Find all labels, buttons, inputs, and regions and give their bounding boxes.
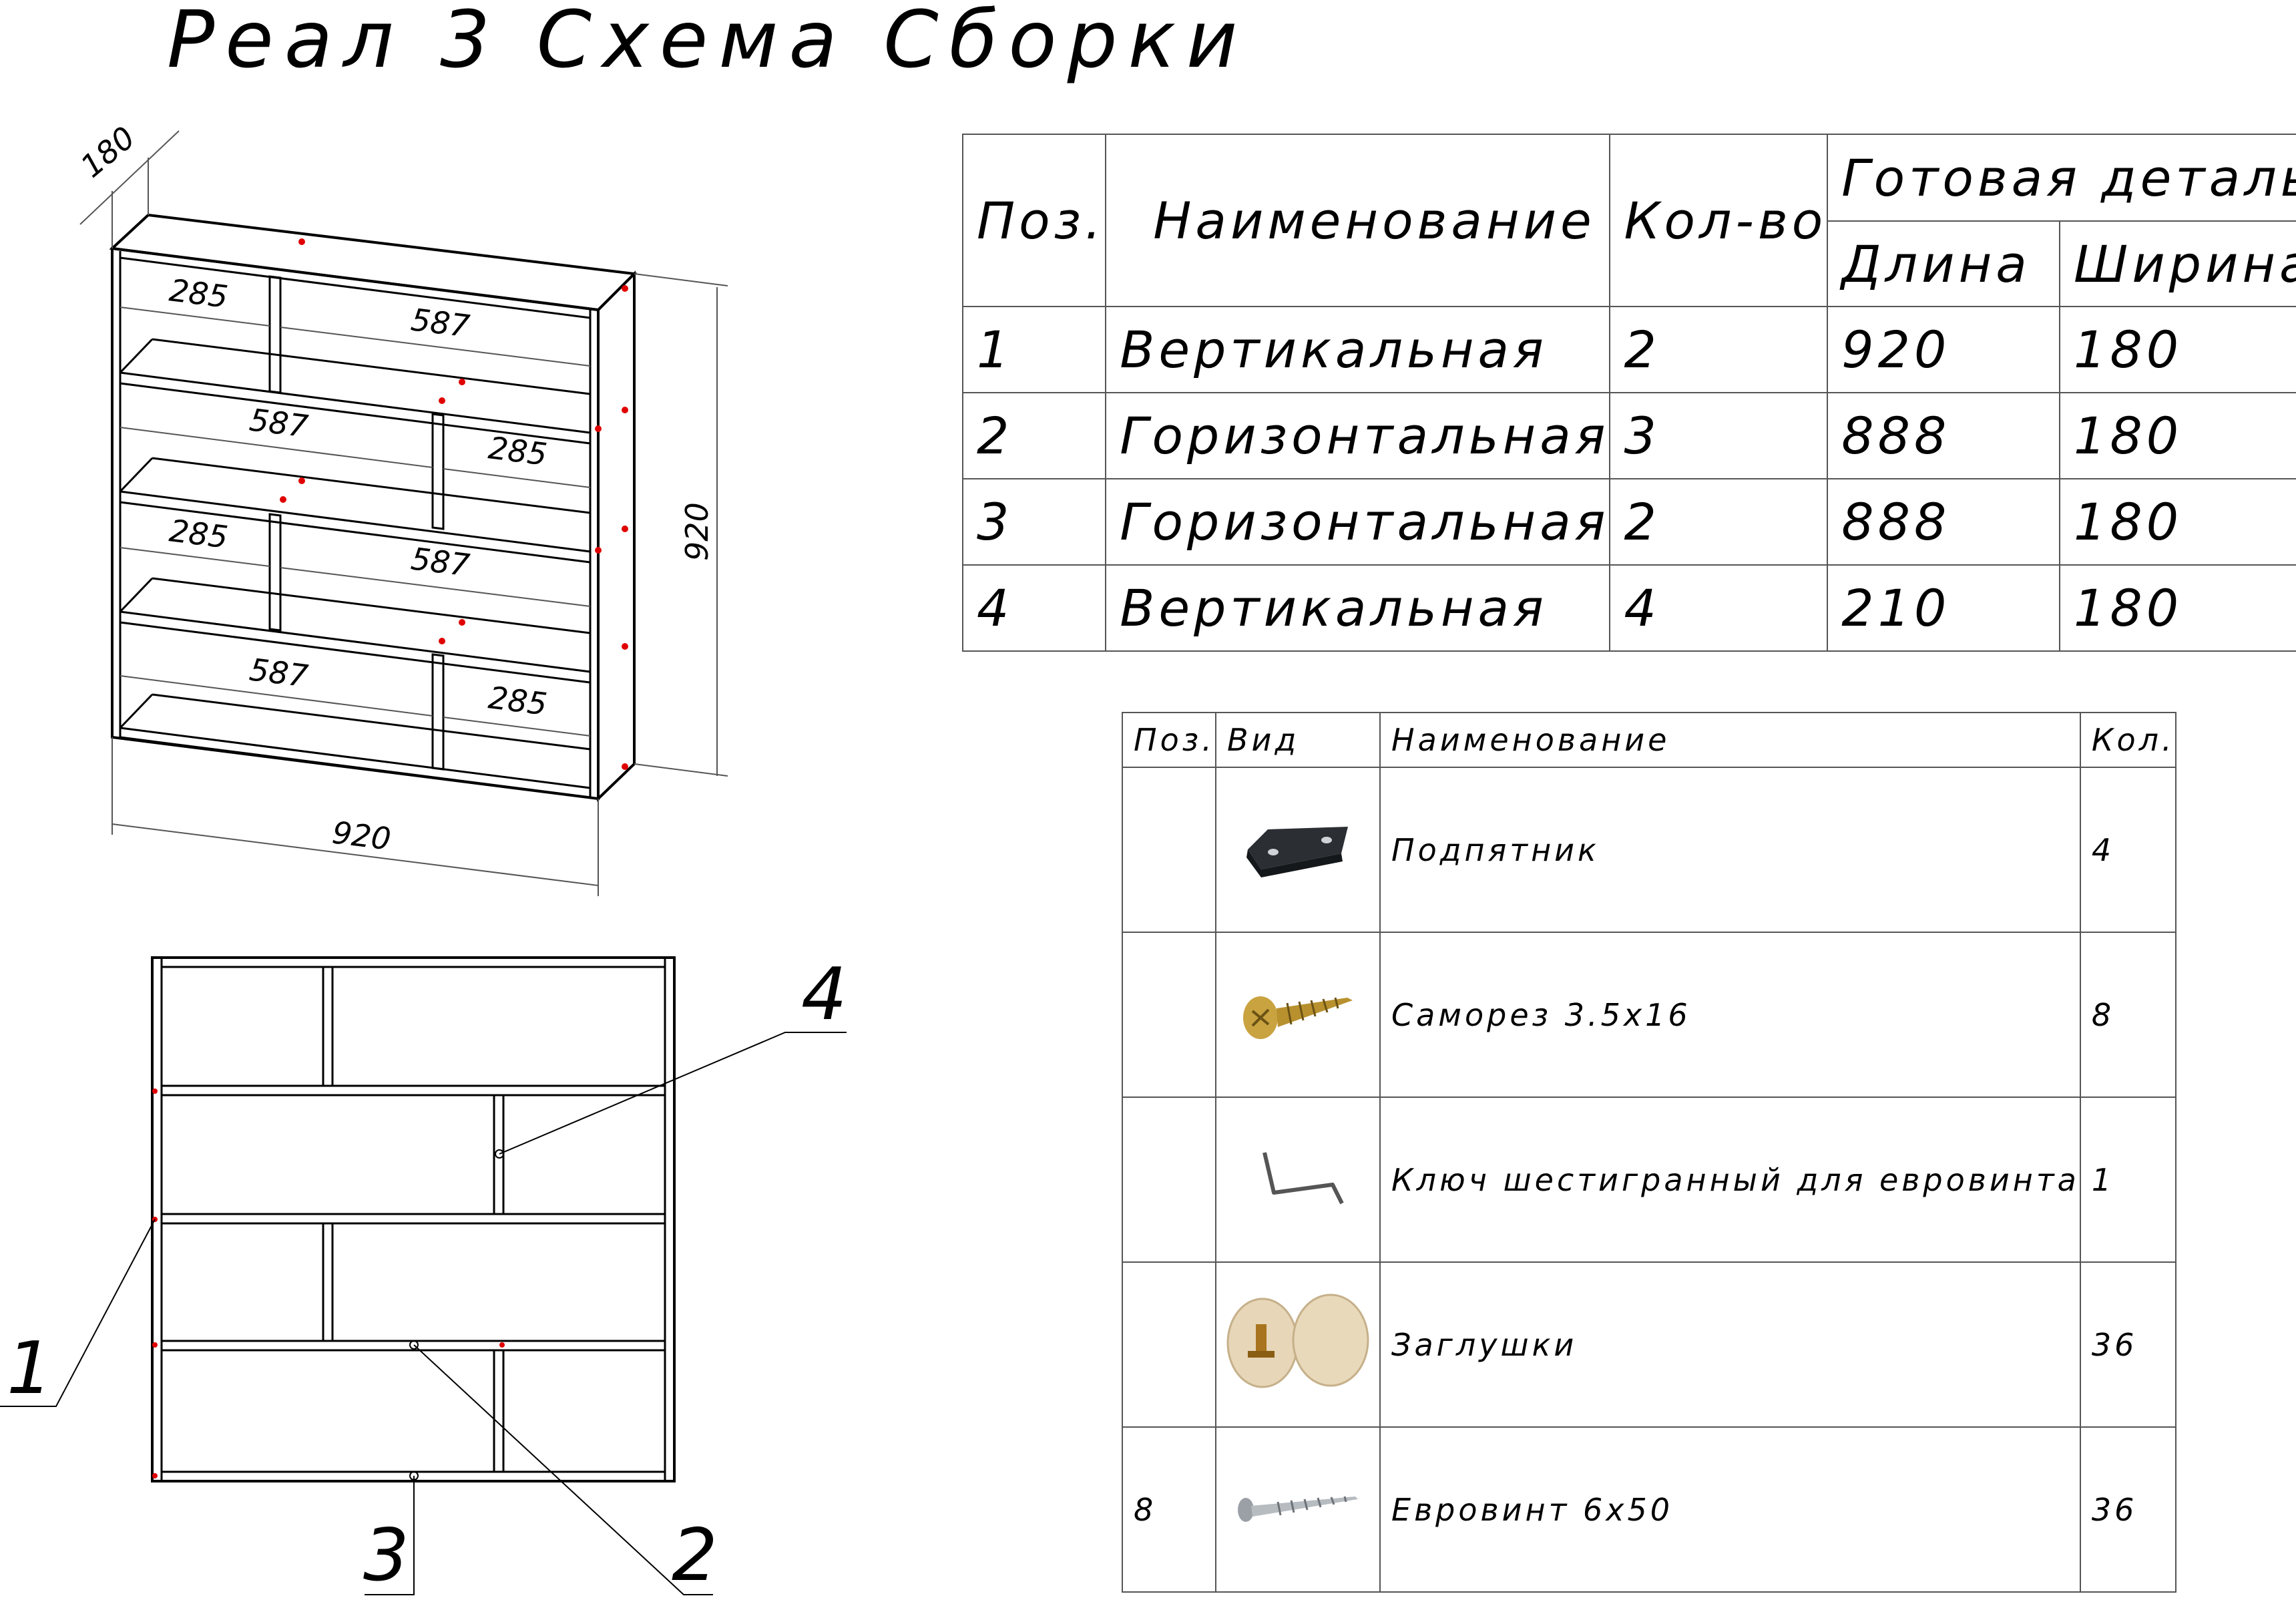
hw-pos: 8: [1122, 1426, 1216, 1593]
row-qty: 2: [1609, 306, 1829, 393]
hex-key-icon: [1215, 1096, 1381, 1263]
hw-name: Евровинт 6х50: [1379, 1426, 2081, 1593]
dim-width-label: 920: [330, 814, 393, 857]
table-row: 8 Евровинт 6х50 36: [1122, 1426, 2176, 1593]
row-length: 888: [1827, 392, 2061, 479]
table-row: Саморез 3.5х16 8: [1122, 932, 2176, 1098]
callout-1: 1: [7, 1327, 53, 1410]
hw-name: Саморез 3.5х16: [1379, 932, 2081, 1098]
dim-row1-a: 285: [168, 272, 230, 315]
callout-2: 2: [672, 1514, 718, 1597]
col-width-header: Ширина: [2059, 220, 2296, 307]
wood-screw-icon: [1215, 932, 1381, 1098]
row-width: 180: [2059, 564, 2296, 652]
col-pos-header: Поз.: [961, 134, 1107, 307]
hw-qty-header: Кол.: [2079, 712, 2176, 768]
row-length: 888: [1827, 478, 2061, 566]
hw-qty: 36: [2079, 1261, 2176, 1428]
dim-row4-b: 285: [487, 679, 549, 722]
dim-row2-b: 285: [487, 429, 549, 472]
table-row: Заглушки 36: [1122, 1261, 2176, 1428]
table-row: 2 Горизонтальная 3 888 180: [961, 392, 2296, 479]
euro-screw-icon: [1215, 1426, 1381, 1593]
row-width: 180: [2059, 392, 2296, 479]
front-view: [0, 956, 847, 1595]
table-row: Подпятник 4: [1122, 767, 2176, 933]
hw-pos: [1122, 932, 1216, 1098]
row-length: 920: [1827, 306, 2061, 393]
parts-table: Поз. Наименование Кол-во Готовая деталь …: [961, 134, 2296, 652]
row-length: 210: [1827, 564, 2061, 652]
col-qty-header: Кол-во: [1609, 134, 1829, 307]
hw-name: Подпятник: [1379, 767, 2081, 933]
row-qty: 2: [1609, 478, 1829, 566]
col-finished-header: Готовая деталь: [1827, 134, 2296, 222]
hw-pos: [1122, 1096, 1216, 1263]
hardware-table: Поз. Вид Наименование Кол. Подпятник 4: [1122, 712, 2176, 1593]
hw-view-header: Вид: [1215, 712, 1381, 768]
table-row: 4 Вертикальная 4 210 180: [961, 564, 2296, 652]
row-pos: 3: [961, 478, 1107, 566]
hw-qty: 8: [2079, 932, 2176, 1098]
col-name-header: Наименование: [1105, 134, 1611, 307]
dim-row2-a: 587: [248, 401, 310, 444]
row-name: Вертикальная: [1105, 306, 1611, 393]
hw-pos: [1122, 1261, 1216, 1428]
cap-plug-icon: [1215, 1261, 1381, 1428]
hw-qty: 36: [2079, 1426, 2176, 1593]
page-title: Реал 3 Схема Сборки: [167, 0, 1248, 85]
hw-pos-header: Поз.: [1122, 712, 1216, 768]
row-qty: 3: [1609, 392, 1829, 479]
table-row: Ключ шестигранный для евровинта 1: [1122, 1096, 2176, 1263]
dim-row4-a: 587: [248, 651, 310, 694]
iso-dimensions: [79, 130, 728, 896]
row-width: 180: [2059, 478, 2296, 566]
callout-4: 4: [801, 953, 847, 1036]
col-length-header: Длина: [1827, 220, 2061, 307]
row-pos: 1: [961, 306, 1107, 393]
row-name: Вертикальная: [1105, 564, 1611, 652]
hw-pos: [1122, 767, 1216, 933]
callout-3: 3: [363, 1514, 409, 1597]
dim-row3-a: 285: [168, 512, 230, 555]
row-name: Горизонтальная: [1105, 392, 1611, 479]
row-name: Горизонтальная: [1105, 478, 1611, 566]
table-row: 3 Горизонтальная 2 888 180: [961, 478, 2296, 566]
hw-name: Ключ шестигранный для евровинта: [1379, 1096, 2081, 1263]
hw-qty: 4: [2079, 767, 2176, 933]
row-pos: 4: [961, 564, 1107, 652]
foot-pad-icon: [1215, 767, 1381, 933]
hw-name: Заглушки: [1379, 1261, 2081, 1428]
dim-row3-b: 587: [409, 540, 472, 583]
dim-height-label: 920: [679, 502, 715, 561]
dim-row1-b: 587: [409, 301, 472, 344]
hw-qty: 1: [2079, 1096, 2176, 1263]
table-row: 1 Вертикальная 2 920 180: [961, 306, 2296, 393]
row-pos: 2: [961, 392, 1107, 479]
row-qty: 4: [1609, 564, 1829, 652]
row-width: 180: [2059, 306, 2296, 393]
hw-name-header: Наименование: [1379, 712, 2081, 768]
